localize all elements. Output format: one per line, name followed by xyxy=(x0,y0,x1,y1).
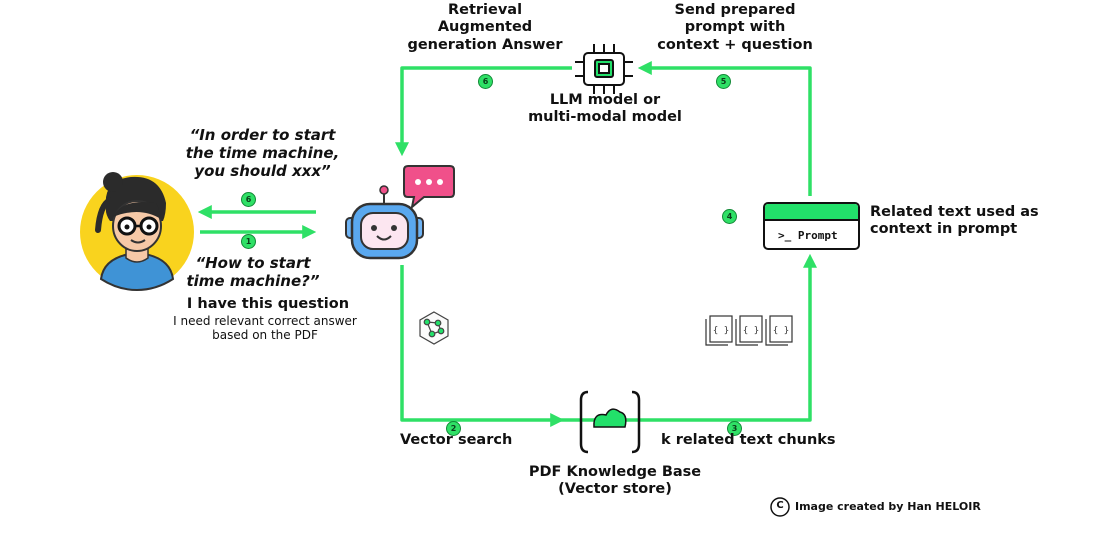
related-text-label: Related text used as context in prompt xyxy=(870,204,1039,238)
document-icon: { } xyxy=(705,315,733,346)
flow-arrows xyxy=(197,61,817,427)
step-badge: 1 xyxy=(241,234,256,249)
retrieval-answer-label: Retrieval Augmented generation Answer xyxy=(407,2,563,53)
step-badge: 3 xyxy=(727,421,742,436)
svg-text:{ }: { } xyxy=(773,326,789,336)
prompt-box: >_ Prompt xyxy=(763,202,860,250)
arrow-robot-to-kb xyxy=(400,265,565,427)
chat-bubble-icon xyxy=(403,165,455,210)
question-subtitle: I need relevant correct answer based on … xyxy=(173,314,357,343)
step-badge: 6 xyxy=(478,74,493,89)
k-chunks-label: k related text chunks xyxy=(661,432,836,448)
copyright-icon xyxy=(770,497,790,517)
cloud-database-icon xyxy=(579,390,641,454)
arrow-chip-to-robot xyxy=(395,66,572,157)
user-avatar-icon xyxy=(80,172,194,292)
vector-search-label: Vector search xyxy=(400,432,513,448)
llm-label: LLM model or multi-modal model xyxy=(528,92,682,126)
question-quote: “How to start time machine?” xyxy=(186,254,320,290)
document-icon: { } xyxy=(735,315,763,346)
terminal-icon xyxy=(765,204,858,221)
document-icons: { } { } { } xyxy=(705,315,793,346)
question-title: I have this question xyxy=(186,296,350,312)
document-icon: { } xyxy=(765,315,793,346)
step-badge: 6 xyxy=(241,192,256,207)
knowledge-base-label: PDF Knowledge Base (Vector store) xyxy=(528,464,702,498)
step-badge: 4 xyxy=(722,209,737,224)
svg-text:{ }: { } xyxy=(743,326,759,336)
prompt-label: >_ Prompt xyxy=(778,229,838,242)
credit-text: Image created by Han HELOIR xyxy=(795,500,981,513)
svg-text:{ }: { } xyxy=(713,326,729,336)
chip-icon xyxy=(575,44,633,94)
vector-graph-icon xyxy=(419,311,449,345)
robot-icon xyxy=(345,185,424,260)
arrow-right-top-to-chip xyxy=(637,61,812,196)
copyright-symbol: C xyxy=(776,500,784,511)
step-badge: 2 xyxy=(446,421,461,436)
send-prompt-label: Send prepared prompt with context + ques… xyxy=(657,2,813,53)
step-badge: 5 xyxy=(716,74,731,89)
answer-quote: “In order to start the time machine, you… xyxy=(185,126,340,180)
